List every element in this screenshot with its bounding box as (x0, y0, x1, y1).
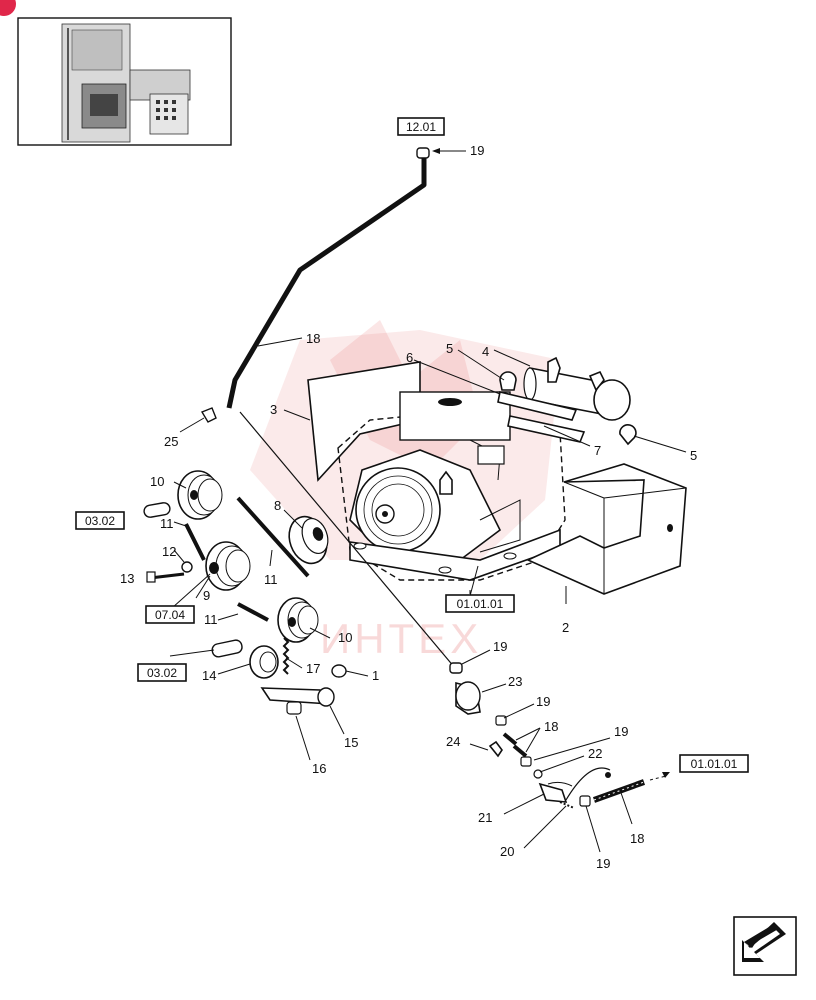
callout: 18 (630, 831, 644, 846)
ref-box-03-02-lower[interactable]: 03.02 (137, 663, 187, 682)
clip-25 (200, 407, 217, 423)
callout: 18 (306, 331, 320, 346)
page-badge-icon (0, 0, 16, 16)
pulley-10-lower (277, 597, 319, 643)
svg-text:03.02: 03.02 (147, 666, 177, 680)
callout: 4 (482, 344, 489, 359)
callout: 19 (493, 639, 507, 654)
pulley-10-upper (177, 470, 223, 520)
callout: 9 (203, 588, 210, 603)
callout: 16 (312, 761, 326, 776)
callout: 14 (202, 668, 216, 683)
callout: 23 (508, 674, 522, 689)
callout: 3 (270, 402, 277, 417)
ref-box-07-04[interactable]: 07.04 (145, 605, 195, 624)
tension-spring (282, 637, 290, 675)
leader-lines (169, 337, 687, 853)
engine-cover (307, 361, 421, 482)
callout: 5 (690, 448, 697, 463)
shaft-pin-lower (211, 639, 243, 658)
shaft-pin-upper (143, 502, 171, 518)
callout: 24 (446, 734, 460, 749)
svg-text:03.02: 03.02 (85, 514, 115, 528)
callout: 12 (162, 544, 176, 559)
ref-box-01-01-01-engine[interactable]: 01.01.01 (445, 594, 515, 613)
callout: 11 (264, 572, 278, 587)
callout: 22 (588, 746, 602, 761)
side-cover (526, 463, 687, 595)
callout: 21 (478, 810, 492, 825)
callout: 25 (164, 434, 178, 449)
callout: 10 (150, 474, 164, 489)
callout: 20 (500, 844, 514, 859)
arrow-next-page-icon (742, 922, 786, 962)
callout: 13 (120, 571, 134, 586)
svg-text:01.01.01: 01.01.01 (457, 597, 504, 611)
next-page-button[interactable] (733, 916, 797, 976)
callout: 19 (596, 856, 610, 871)
svg-text:01.01.01: 01.01.01 (691, 757, 738, 771)
ref-box-12-01[interactable]: 12.01 (397, 117, 445, 136)
callout: 6 (406, 350, 413, 365)
svg-text:07.04: 07.04 (155, 608, 185, 622)
callout: 1 (372, 668, 379, 683)
nut-1 (331, 664, 347, 678)
tension-arm (260, 687, 335, 715)
pulley-9 (205, 541, 251, 591)
bolt-13 (146, 561, 193, 583)
pulley-8 (288, 515, 329, 565)
ref-box-01-01-01-line[interactable]: 01.01.01 (679, 754, 749, 773)
callout: 19 (536, 694, 550, 709)
watermark-text: ИНТЕХ (320, 615, 482, 662)
ref-box-03-02-upper[interactable]: 03.02 (75, 511, 125, 530)
location-thumbnail (17, 17, 232, 146)
callout: 18 (544, 719, 558, 734)
callout: 2 (562, 620, 569, 635)
callout: 7 (594, 443, 601, 458)
engine-assembly (337, 391, 566, 581)
callout: 5 (446, 341, 453, 356)
callout: 11 (204, 612, 218, 627)
callout: 19 (470, 143, 484, 158)
drive-belts (184, 496, 310, 622)
callout: 15 (344, 735, 358, 750)
idler-pulley-14 (249, 645, 279, 679)
callout: 10 (338, 630, 352, 645)
fuel-filter-line (449, 662, 670, 809)
fuel-hose-upper (226, 147, 466, 409)
callouts: 19 18 25 3 4 5 6 7 5 8 10 11 12 13 9 11 … (120, 143, 697, 871)
callout: 8 (274, 498, 281, 513)
svg-text:12.01: 12.01 (406, 120, 436, 134)
callout: 19 (614, 724, 628, 739)
callout: 17 (306, 661, 320, 676)
callout: 11 (160, 516, 174, 531)
